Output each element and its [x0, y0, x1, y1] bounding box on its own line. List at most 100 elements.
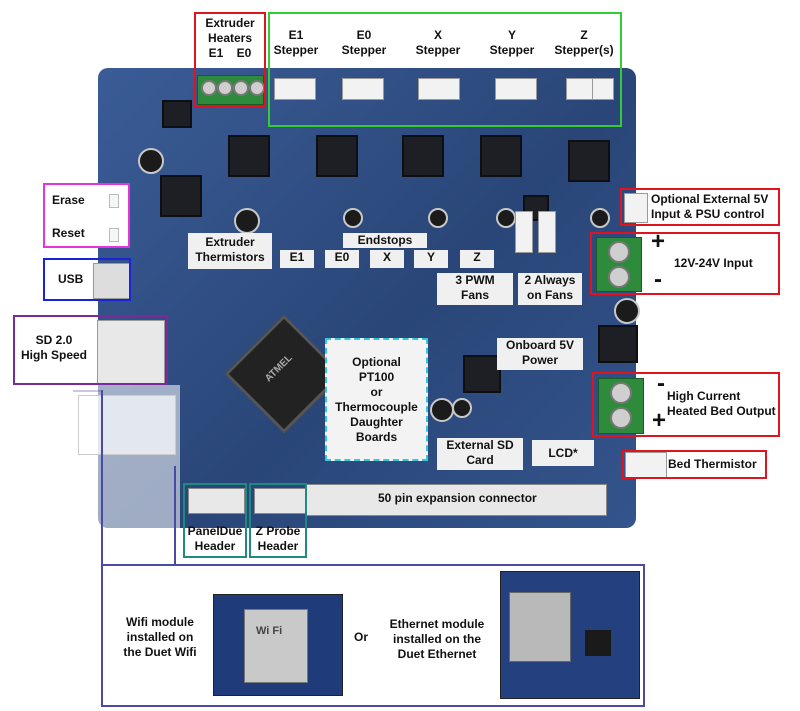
label-line: PanelDue: [187, 524, 243, 538]
stepper-driver-chip-z: [568, 140, 610, 182]
endstops-label: Endstops: [343, 233, 427, 248]
voltage-regulator: [160, 175, 202, 217]
label-line: SD 2.0: [35, 333, 73, 347]
stepper-connector-x: [418, 78, 460, 100]
capacitor: [496, 208, 516, 228]
label-line: the Duet Wifi: [123, 645, 197, 659]
label-line: High Current: [667, 389, 741, 403]
label-line: E1: [288, 28, 304, 42]
capacitor: [428, 208, 448, 228]
label-line: Stepper: [273, 43, 319, 57]
label-line: Stepper: [341, 43, 387, 57]
mosfet-2: [598, 325, 638, 363]
stepper-connector-z2: [592, 78, 614, 100]
bed-output-label: High Current Heated Bed Output: [667, 389, 776, 419]
terminal-screw: [201, 80, 217, 96]
paneldue-label: PanelDue Header: [185, 524, 245, 554]
stepper-z-label: Z Stepper(s): [550, 28, 618, 58]
label-line: Card: [466, 453, 494, 467]
bed-thermistor-connector: [625, 452, 667, 478]
label-line: Extruder: [205, 235, 255, 249]
extruder-heaters-box: [194, 12, 266, 108]
endstop-e0-label: E0: [325, 250, 359, 268]
plus-sign: +: [651, 228, 666, 255]
stepper-connector-e1: [274, 78, 316, 100]
wifi-module-label: Wifi module installed on the Duet Wifi: [115, 615, 205, 660]
endstop-e1-label: E1: [280, 250, 314, 268]
terminal-screw: [608, 266, 630, 288]
stepper-e0-label: E0 Stepper: [336, 28, 392, 58]
stepper-connector-y: [495, 78, 537, 100]
stepper-driver-chip-x: [402, 135, 444, 177]
ext-5v-connector: [624, 193, 648, 223]
wifi-outline-top: [73, 390, 103, 392]
extruder-heaters-label: Extruder Heaters E1 E0: [196, 16, 264, 61]
ethernet-chip: [585, 630, 611, 656]
terminal-screw: [233, 80, 249, 96]
label-line: Boards: [355, 430, 398, 444]
label-line: Daughter: [350, 415, 403, 429]
label-line: High Speed: [20, 348, 87, 362]
terminal-screw: [610, 382, 632, 404]
plus-sign: +: [652, 407, 667, 434]
sd-card-label: SD 2.0 High Speed: [18, 333, 90, 363]
zprobe-connector: [254, 488, 306, 514]
stepper-x-label: X Stepper: [410, 28, 466, 58]
wifi-outline-right: [174, 466, 176, 566]
label-line: Onboard 5V: [505, 338, 574, 352]
fan-connectors: [538, 211, 556, 253]
minus-sign: -: [657, 370, 665, 397]
capacitor: [590, 208, 610, 228]
wifi-chip: [244, 609, 308, 683]
label-line: Stepper(s): [554, 43, 614, 57]
capacitor: [430, 398, 454, 422]
label-line: Stepper: [415, 43, 461, 57]
endstop-y-label: Y: [414, 250, 448, 268]
terminal-screw: [608, 241, 630, 263]
wifi-module-ghost: [78, 395, 176, 455]
sd-card-slot: [97, 320, 165, 384]
expansion-label: 50 pin expansion connector: [378, 491, 537, 505]
pt100-label: Optional PT100 or Thermocouple Daughter …: [327, 355, 426, 445]
power-input-box: [590, 232, 780, 295]
ext-5v-label: Optional External 5V Input & PSU control: [651, 192, 768, 222]
label-line: PT100: [358, 370, 395, 384]
paneldue-connector: [188, 488, 245, 514]
lcd-label: LCD*: [532, 440, 594, 466]
wifi-module-image: Wi Fi: [213, 594, 343, 696]
wifi-outline-left: [101, 390, 103, 566]
zprobe-box: [249, 483, 307, 558]
wifi-chip-label: Wi Fi: [256, 625, 283, 637]
power-inductor: [463, 355, 501, 393]
usb-label: USB: [58, 272, 84, 286]
extruder-thermistors-label: Extruder Thermistors: [188, 233, 272, 269]
label-line: E0: [356, 28, 372, 42]
network-modules-panel: [101, 564, 645, 707]
capacitor: [343, 208, 363, 228]
stepper-connector-e0: [342, 78, 384, 100]
ethernet-module-image: [500, 571, 640, 699]
label-line: Optional External 5V: [651, 192, 769, 206]
label-line: 2 Always: [524, 273, 576, 287]
capacitor: [452, 398, 472, 418]
onboard-5v-label: Onboard 5V Power: [497, 338, 583, 370]
power-input-label: 12V-24V Input: [674, 256, 753, 270]
label-line: Thermistors: [195, 250, 265, 264]
terminal-screw: [610, 407, 632, 429]
label-line: 3 PWM: [455, 273, 495, 287]
label-line: Z Probe: [255, 524, 301, 538]
external-sd-label: External SD Card: [437, 438, 523, 470]
label-line: Heaters: [207, 31, 253, 45]
reset-switch: [109, 228, 119, 242]
reset-label: Reset: [52, 226, 85, 240]
label-line: Heated Bed Output: [667, 404, 776, 418]
ethernet-jack: [509, 592, 571, 662]
label-line: Duet Ethernet: [397, 647, 477, 661]
endstop-z-label: Z: [460, 250, 494, 268]
label-line: Y: [507, 28, 516, 42]
label-line: Thermocouple: [335, 400, 418, 414]
minus-sign: -: [654, 266, 662, 293]
label-line: Header: [194, 539, 236, 553]
stepper-driver-chip-y: [480, 135, 522, 177]
steppers-box: [268, 12, 622, 127]
